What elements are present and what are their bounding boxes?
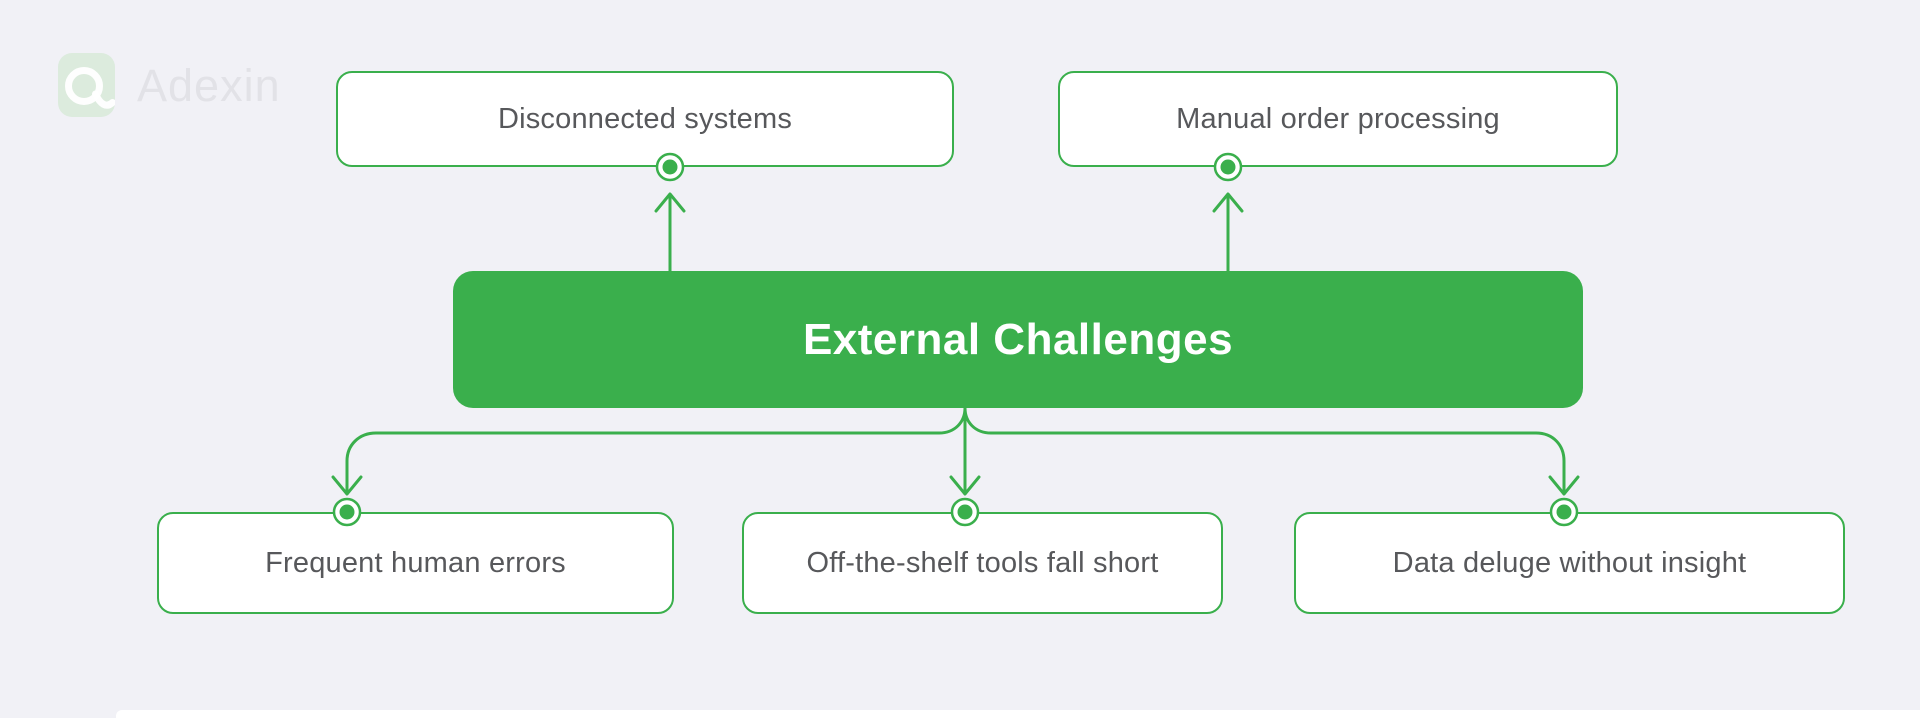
node-label: Manual order processing bbox=[1176, 102, 1500, 135]
page-edge-strip bbox=[116, 710, 1920, 718]
arrow-down-to-off-the-shelf-tools bbox=[949, 406, 981, 496]
adexin-brand-text: Adexin bbox=[137, 59, 281, 111]
node-disconnected-systems: Disconnected systems bbox=[336, 71, 954, 167]
node-external-challenges: External Challenges bbox=[453, 271, 1583, 408]
node-manual-order-processing: Manual order processing bbox=[1058, 71, 1618, 167]
node-label: Off-the-shelf tools fall short bbox=[806, 546, 1159, 579]
node-label: Frequent human errors bbox=[265, 546, 566, 579]
node-off-the-shelf-tools: Off-the-shelf tools fall short bbox=[742, 512, 1223, 614]
arrow-down-to-frequent-human-errors bbox=[331, 406, 967, 496]
arrow-down-to-data-deluge bbox=[963, 406, 1580, 496]
adexin-logo: Adexin bbox=[58, 53, 281, 117]
node-label: Disconnected systems bbox=[497, 102, 793, 135]
center-node-label: External Challenges bbox=[802, 314, 1234, 364]
node-data-deluge: Data deluge without insight bbox=[1294, 512, 1845, 614]
node-label: Data deluge without insight bbox=[1392, 546, 1747, 579]
adexin-lens-icon bbox=[58, 53, 115, 117]
arrow-up-to-manual-order-processing bbox=[1212, 192, 1244, 273]
arrow-up-to-disconnected-systems bbox=[654, 192, 686, 273]
node-frequent-human-errors: Frequent human errors bbox=[157, 512, 674, 614]
